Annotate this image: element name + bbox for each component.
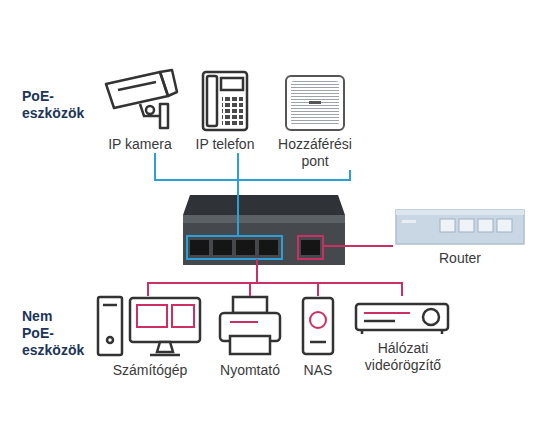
computer-tower	[98, 297, 122, 355]
computer-button	[107, 337, 113, 343]
network-cable	[257, 265, 402, 296]
network-cable	[345, 245, 393, 247]
monitor-base	[150, 354, 180, 357]
nvr-foot	[361, 330, 364, 334]
phone-screen	[221, 78, 243, 90]
nvr-dial	[423, 309, 439, 325]
computer-node: Számítógép	[93, 296, 207, 379]
printer-paper	[233, 297, 267, 313]
network-cable	[155, 153, 238, 195]
poe-wire	[237, 195, 239, 236]
computer-monitor	[130, 298, 200, 342]
device-caption: Hálózati videórögzítő	[350, 340, 456, 374]
device-caption: Hozzáférési pont	[271, 136, 359, 170]
phone-keypad	[222, 95, 243, 125]
router-logo	[402, 220, 416, 223]
device-caption: IP kamera	[98, 136, 182, 153]
camera-joint	[146, 106, 154, 114]
ap-logo	[309, 101, 321, 104]
nvr-foot	[441, 330, 444, 334]
nas-body	[303, 298, 333, 354]
group-label: Nem PoE- eszközök	[22, 308, 78, 359]
router-port	[497, 219, 512, 232]
switch-port	[190, 240, 209, 255]
router-port	[440, 219, 455, 232]
uplink-port-outline	[298, 236, 323, 259]
switch-strip	[183, 215, 345, 223]
switch-node	[183, 195, 345, 265]
printer-tray	[230, 336, 270, 354]
printer-slot	[230, 321, 258, 323]
router-icon	[396, 210, 524, 244]
screen-window	[172, 305, 194, 327]
phone-handset	[207, 76, 217, 126]
poe-port-outline	[187, 236, 282, 259]
network-cable	[238, 170, 350, 195]
nvr-slot	[364, 312, 410, 314]
nvr-node: Hálózati videórögzítő	[350, 296, 456, 374]
network-cable	[148, 265, 257, 296]
ap-grille	[291, 81, 339, 125]
nvr-slot	[364, 320, 395, 323]
nas-node: NAS	[296, 296, 340, 379]
monitor-stand	[157, 342, 173, 352]
switch-front	[183, 215, 345, 265]
camera-hood	[160, 70, 177, 96]
router-top	[396, 210, 524, 215]
network-cable	[250, 265, 257, 296]
router-node: Router	[393, 208, 527, 267]
nas-icon	[303, 298, 333, 354]
switch-port	[213, 240, 232, 255]
router-port	[478, 219, 493, 232]
computer-icon	[98, 297, 200, 355]
device-caption: NAS	[296, 362, 340, 379]
nas-line	[310, 341, 326, 344]
network-cable	[257, 265, 318, 296]
switch-top	[183, 195, 345, 215]
device-caption: Számítógép	[93, 362, 207, 379]
nvr-icon	[356, 304, 448, 334]
phone-icon	[203, 72, 247, 130]
nas-disk	[310, 312, 326, 328]
nvr-body	[356, 304, 448, 330]
access-point-icon	[286, 76, 344, 130]
router-port	[459, 219, 474, 232]
camera-mount	[160, 104, 168, 128]
ap-body	[286, 76, 344, 130]
uplink-wire	[323, 245, 345, 247]
router-body	[396, 210, 524, 244]
switch-port	[236, 240, 255, 255]
phone-body	[203, 72, 247, 130]
device-caption: Nyomtató	[213, 362, 287, 379]
camera-arm	[140, 104, 160, 116]
access-point-node: Hozzáférési pont	[271, 68, 359, 170]
switch-port	[259, 240, 278, 255]
device-caption: IP telefon	[195, 136, 255, 153]
phone-node: IP telefon	[195, 68, 255, 153]
camera-line	[118, 82, 156, 90]
screen-window	[137, 305, 167, 327]
lan-wire	[256, 259, 258, 265]
computer-slot	[103, 304, 117, 307]
printer-icon	[220, 297, 280, 354]
switch-icon	[183, 195, 345, 265]
camera-body	[106, 72, 168, 108]
group-label: PoE- eszközök	[22, 88, 78, 122]
camera-node: IP kamera	[98, 68, 182, 153]
printer-node: Nyomtató	[213, 296, 287, 379]
switch-port	[301, 240, 320, 255]
device-caption: Router	[393, 250, 527, 267]
camera-icon	[106, 70, 177, 128]
